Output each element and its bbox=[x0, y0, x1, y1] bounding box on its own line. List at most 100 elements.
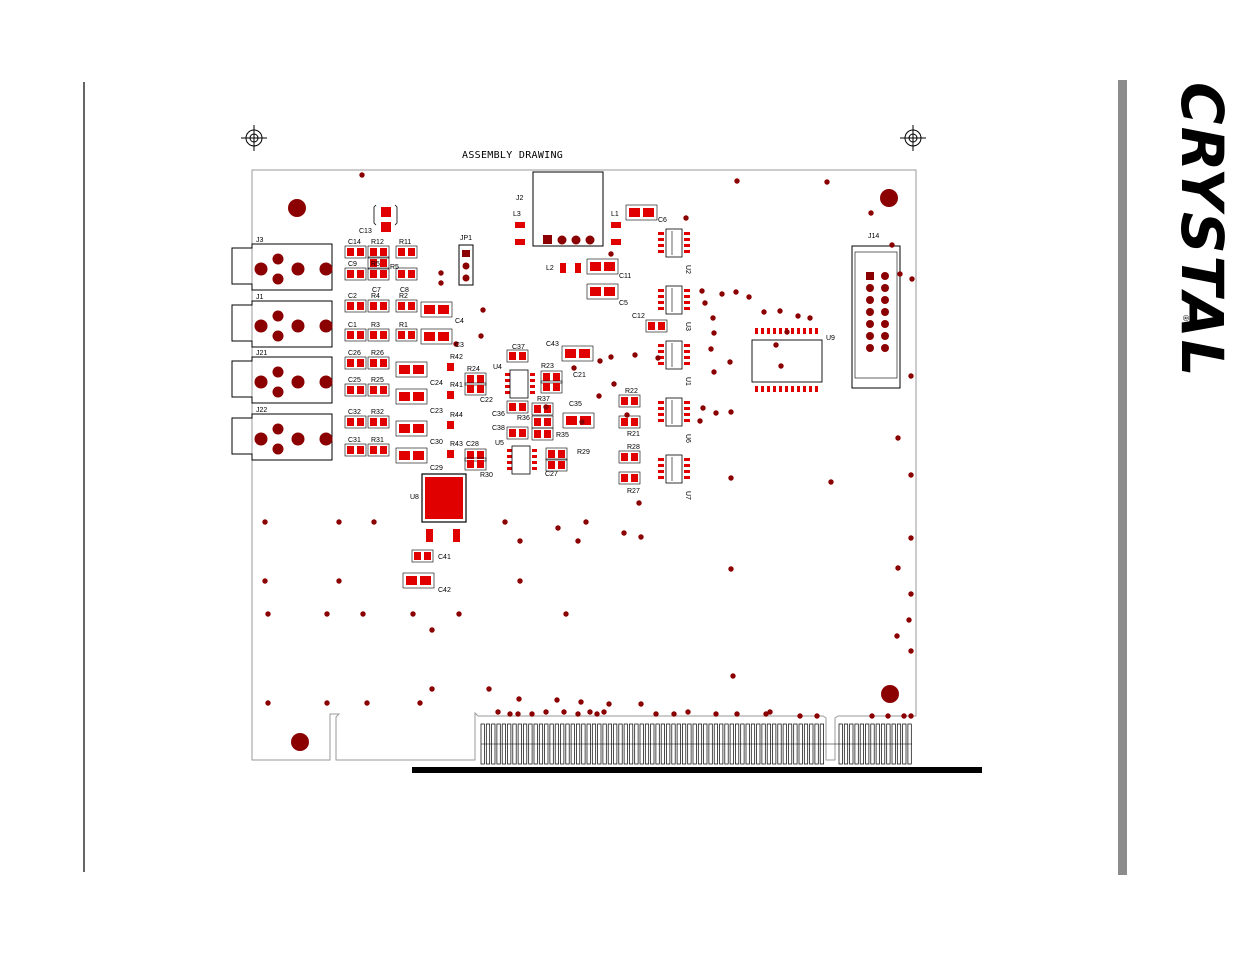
pad bbox=[558, 461, 565, 469]
pad bbox=[767, 386, 770, 392]
pad bbox=[558, 450, 565, 458]
pad bbox=[590, 287, 601, 296]
pad bbox=[413, 365, 424, 374]
pad bbox=[380, 259, 387, 267]
pad bbox=[438, 332, 449, 341]
component-outline bbox=[464, 382, 487, 396]
ref-label-c25: C25 bbox=[348, 377, 361, 384]
pad bbox=[611, 222, 621, 228]
pad bbox=[357, 331, 364, 339]
jack-pin bbox=[291, 375, 305, 389]
j2-outline bbox=[532, 171, 604, 247]
drawing-title: ASSEMBLY DRAWING bbox=[462, 150, 563, 161]
pad bbox=[505, 391, 510, 394]
via bbox=[784, 329, 790, 335]
ref-label-r1: R1 bbox=[399, 322, 408, 329]
pad bbox=[408, 331, 415, 339]
via bbox=[713, 410, 719, 416]
via bbox=[685, 709, 691, 715]
connector-j14 bbox=[851, 245, 901, 389]
pad bbox=[515, 239, 525, 245]
pad bbox=[767, 328, 770, 334]
connector-label-j3: J3 bbox=[256, 237, 264, 244]
pad bbox=[658, 470, 664, 473]
via bbox=[265, 700, 271, 706]
component-outline bbox=[531, 427, 554, 441]
via bbox=[324, 611, 330, 617]
component-outline bbox=[395, 447, 428, 464]
pad bbox=[357, 270, 364, 278]
ref-label-c26: C26 bbox=[348, 350, 361, 357]
via bbox=[727, 359, 733, 365]
ref-label-r5: R5 bbox=[371, 261, 380, 268]
pad bbox=[773, 386, 776, 392]
pad bbox=[406, 576, 417, 585]
pad bbox=[684, 464, 690, 467]
pad bbox=[424, 552, 431, 560]
pad bbox=[477, 460, 484, 468]
component-outline bbox=[367, 443, 390, 457]
via bbox=[797, 713, 803, 719]
via bbox=[601, 709, 607, 715]
pad bbox=[658, 419, 664, 422]
j14-pin bbox=[881, 296, 889, 304]
ic-u6 bbox=[665, 397, 683, 427]
ref-label-c12: C12 bbox=[632, 313, 645, 320]
ref-label-c8: C8 bbox=[400, 287, 409, 294]
via bbox=[711, 369, 717, 375]
ref-label-c3: C3 bbox=[455, 342, 464, 349]
pad bbox=[658, 301, 664, 304]
component-outline bbox=[367, 299, 390, 313]
jumper-jp1 bbox=[458, 244, 474, 286]
pad bbox=[380, 248, 387, 256]
pad bbox=[370, 359, 377, 367]
pad bbox=[426, 529, 433, 542]
ref-label-u2: U2 bbox=[684, 265, 691, 274]
via bbox=[575, 711, 581, 717]
pad bbox=[509, 352, 516, 360]
j14-outline bbox=[851, 245, 901, 389]
j2-pin bbox=[557, 235, 567, 245]
pad bbox=[621, 418, 628, 426]
ref-label-c28: C28 bbox=[466, 441, 479, 448]
pad bbox=[809, 328, 812, 334]
via bbox=[908, 373, 914, 379]
pad bbox=[505, 379, 510, 382]
component-outline bbox=[506, 426, 529, 440]
via bbox=[777, 308, 783, 314]
j2-pin bbox=[543, 235, 552, 244]
pad bbox=[530, 379, 535, 382]
ref-label-c43: C43 bbox=[546, 341, 559, 348]
component-outline bbox=[395, 245, 418, 259]
ic-u7 bbox=[665, 454, 683, 484]
component-outline bbox=[367, 383, 390, 397]
pad bbox=[658, 476, 664, 479]
via bbox=[733, 289, 739, 295]
component-outline bbox=[367, 256, 390, 270]
j14-inner bbox=[854, 251, 898, 379]
jack-pin bbox=[272, 386, 284, 398]
via bbox=[636, 500, 642, 506]
pad bbox=[629, 208, 640, 217]
jack-pin bbox=[291, 262, 305, 276]
jp1-pin bbox=[462, 250, 470, 257]
jp1-pin bbox=[462, 274, 470, 282]
pad bbox=[370, 248, 377, 256]
ref-label-c38: C38 bbox=[492, 425, 505, 432]
via bbox=[734, 711, 740, 717]
ref-label-c42: C42 bbox=[438, 587, 451, 594]
via bbox=[516, 696, 522, 702]
ref-label-r31: R31 bbox=[371, 437, 384, 444]
component-outline bbox=[411, 549, 434, 563]
component-outline bbox=[506, 400, 529, 414]
pad bbox=[408, 248, 415, 256]
connector-label-j22: J22 bbox=[256, 407, 267, 414]
pad bbox=[658, 238, 664, 241]
pad bbox=[658, 407, 664, 410]
pad bbox=[347, 270, 354, 278]
pad bbox=[530, 373, 535, 376]
via bbox=[543, 404, 549, 410]
jack-pin bbox=[319, 375, 333, 389]
ref-label-u4: U4 bbox=[493, 364, 502, 371]
